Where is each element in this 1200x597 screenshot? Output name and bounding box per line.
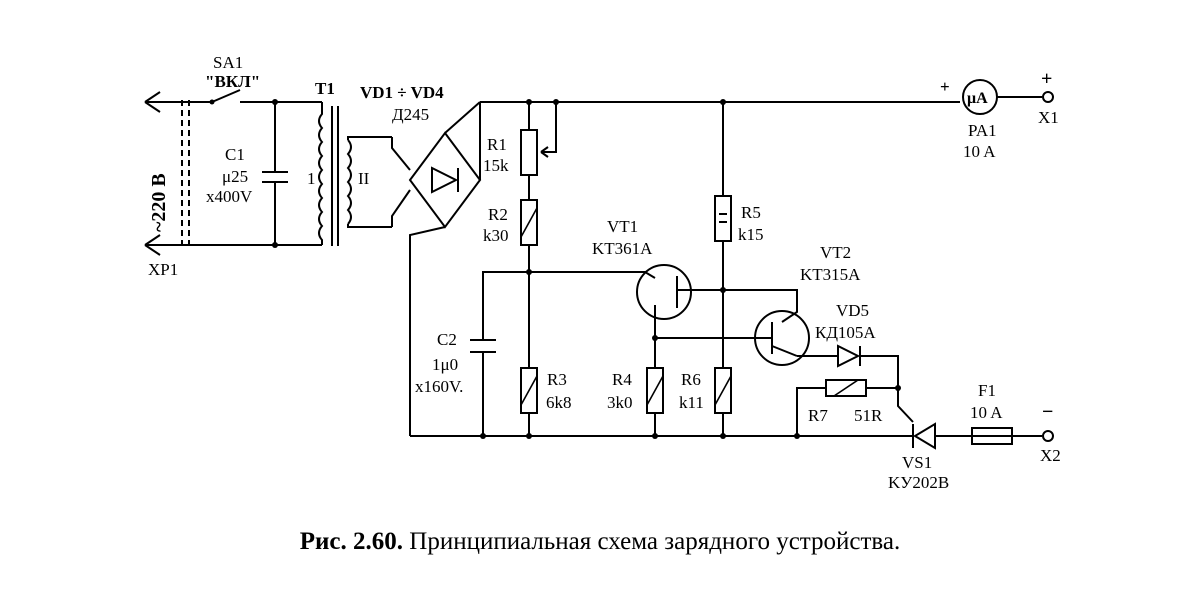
label-r7: R7 <box>808 406 828 425</box>
label-c2-val: 1μ0 <box>432 355 458 374</box>
label-vs1: VS1 <box>902 453 932 472</box>
label-r2-val: k30 <box>483 226 509 245</box>
label-r3: R3 <box>547 370 567 389</box>
resistor-r2 <box>520 199 538 275</box>
label-c1-volt: x400V <box>206 187 253 206</box>
label-vd14-type: Д245 <box>392 105 429 124</box>
label-f1-val: 10 A <box>970 403 1003 422</box>
fuse-f1 <box>971 427 1054 445</box>
label-c2: C2 <box>437 330 457 349</box>
label-r2: R2 <box>488 205 508 224</box>
label-pa1: PA1 <box>968 121 997 140</box>
caption-number: Рис. 2.60. <box>299 528 404 555</box>
label-r5-val: k15 <box>738 225 764 244</box>
ammeter-pa1 <box>962 79 1054 115</box>
label-r4-val: 3k0 <box>607 393 633 412</box>
transistor-vt1 <box>529 264 726 338</box>
resistor-r5 <box>714 102 732 290</box>
diode-bridge-vd1-vd4 <box>408 101 482 436</box>
label-x1: X1 <box>1038 108 1059 127</box>
label-r3-val: 6k8 <box>546 393 572 412</box>
label-plus-x1: + <box>1041 68 1052 90</box>
label-r4: R4 <box>612 370 632 389</box>
label-minus-x2: − <box>1042 401 1053 423</box>
label-pa1-val: 10 A <box>963 142 996 161</box>
label-mains: ~220 B <box>148 173 170 232</box>
label-r6: R6 <box>681 370 701 389</box>
resistor-r7 <box>796 379 901 436</box>
label-vt1-type: KT361A <box>592 239 653 258</box>
label-sa1: SA1 <box>213 53 243 72</box>
label-f1: F1 <box>978 381 996 400</box>
label-vd5-type: КД105A <box>815 323 876 342</box>
label-c1-val: μ25 <box>222 167 248 186</box>
thyristor-vs1 <box>897 382 972 450</box>
label-r1-val: 15k <box>483 156 509 175</box>
label-r5: R5 <box>741 203 761 222</box>
label-c2-volt: x160V. <box>415 377 463 396</box>
label-vd14: VD1 ÷ VD4 <box>360 83 444 102</box>
figure-caption: Рис. 2.60. Принципиальная схема зарядног… <box>0 528 1200 556</box>
label-r1: R1 <box>487 135 507 154</box>
label-plus-pa1: + <box>940 77 950 96</box>
capacitor-c2 <box>470 271 529 436</box>
potentiometer-r1 <box>520 102 557 200</box>
resistor-r3 <box>520 272 538 436</box>
label-vt2-type: KT315A <box>800 265 861 284</box>
label-t1: T1 <box>315 79 335 98</box>
diode-vd5 <box>837 344 899 382</box>
resistor-r6 <box>714 290 732 436</box>
label-r6-val: k11 <box>679 393 704 412</box>
label-xp1: XP1 <box>148 260 178 279</box>
label-x2: X2 <box>1040 446 1061 465</box>
label-vt2: VT2 <box>820 243 851 262</box>
label-sa1-state: "ВКЛ" <box>205 72 260 91</box>
label-c1: C1 <box>225 145 245 164</box>
resistor-r4 <box>646 335 765 436</box>
transistor-vt2 <box>723 289 838 366</box>
label-vs1-type: KУ202B <box>888 473 949 492</box>
label-winding2: II <box>358 169 370 188</box>
caption-text: Принципиальная схема зарядного устройств… <box>403 528 901 555</box>
label-vd5: VD5 <box>836 301 869 320</box>
capacitor-c1 <box>262 99 288 248</box>
mains-input <box>144 91 322 256</box>
transformer-t1 <box>318 102 411 246</box>
switch-sa1 <box>209 89 322 105</box>
label-vt1: VT1 <box>607 217 638 236</box>
label-winding1: 1 <box>307 169 316 188</box>
meter-symbol: μA <box>967 90 988 107</box>
label-r7-val: 51R <box>854 406 883 425</box>
